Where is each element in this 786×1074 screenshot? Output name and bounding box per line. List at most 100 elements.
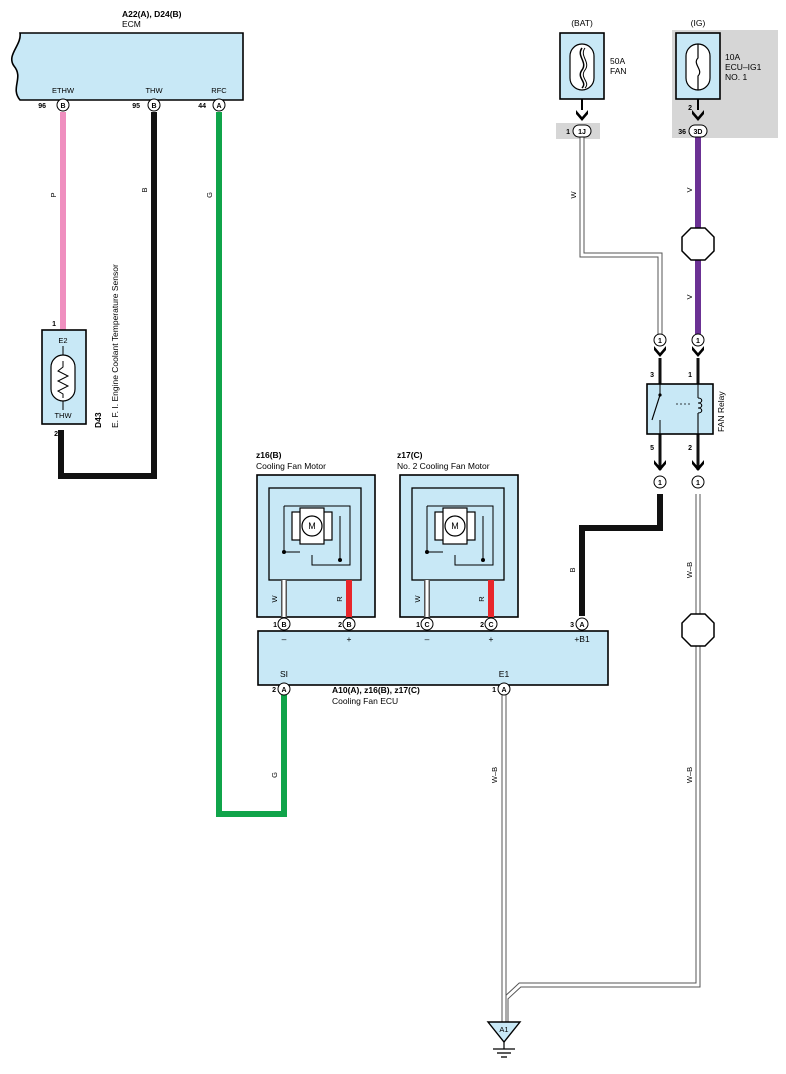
ig-pin-num: 36 bbox=[678, 129, 686, 136]
motor1-name: Cooling Fan Motor bbox=[256, 461, 326, 471]
ecm-pin-num-rfc: 44 bbox=[198, 103, 206, 110]
ecu-top-label-0: – bbox=[282, 634, 287, 644]
motor2-motor-icon bbox=[425, 505, 494, 566]
ecu-bottom-pin-num-1: 1 bbox=[492, 687, 496, 694]
motor2-name: No. 2 Cooling Fan Motor bbox=[397, 461, 490, 471]
wire-label-ig-upper: V bbox=[685, 187, 694, 192]
fan-ecu-name: Cooling Fan ECU bbox=[332, 696, 398, 706]
relay-conn-a: 1 bbox=[658, 338, 662, 345]
motor2-wire-right: R bbox=[477, 596, 486, 602]
ig-fuse-name1: ECU–IG1 bbox=[725, 62, 762, 72]
wire-label-ig-lower: V bbox=[685, 294, 694, 299]
relay-conn-d: 1 bbox=[696, 480, 700, 487]
ecu-top-pin-num-0: 1 bbox=[273, 622, 277, 629]
ecu-top-conn-3: C bbox=[488, 622, 493, 629]
fan-ecu-box bbox=[257, 630, 609, 686]
wire-bat-outer bbox=[579, 137, 663, 334]
relay-coil-icon bbox=[697, 397, 703, 434]
relay-pin-5: 5 bbox=[650, 445, 654, 452]
bat-fuse-rating: 50A bbox=[610, 56, 625, 66]
ecu-top-label-2: – bbox=[425, 634, 430, 644]
relay-arrow-1-icon bbox=[692, 346, 704, 357]
wire-label-wb-right-upper: W–B bbox=[685, 562, 694, 578]
sensor-name: E. F. I. Engine Coolant Temperature Sens… bbox=[110, 264, 120, 428]
bat-pin-num: 1 bbox=[566, 129, 570, 136]
ground-triangle bbox=[486, 1021, 522, 1044]
motor2-symbol: M bbox=[451, 521, 459, 531]
wire-rfc bbox=[216, 112, 287, 817]
ecu-top-label-4: +B1 bbox=[574, 634, 590, 644]
sensor-pin-top-num: 1 bbox=[52, 321, 56, 328]
ecm-box bbox=[11, 32, 244, 101]
splice-octagon-upper bbox=[681, 227, 715, 261]
relay-body bbox=[646, 383, 714, 435]
wire-label-rfc: G bbox=[205, 192, 214, 198]
wire-wb-right2-inner bbox=[504, 642, 700, 1022]
wire-b1 bbox=[579, 494, 663, 616]
sensor-body bbox=[41, 329, 87, 425]
wire-wb-right2-outer bbox=[503, 642, 701, 1022]
sensor-code: D43 bbox=[93, 412, 103, 428]
relay-conn-c: 1 bbox=[658, 480, 662, 487]
fan-ecu-code: A10(A), z16(B), z17(C) bbox=[332, 685, 420, 695]
ecm-conn-ethw: B bbox=[60, 103, 65, 110]
relay-pin-2: 2 bbox=[688, 445, 692, 452]
ecm-pin-label-thw: THW bbox=[145, 86, 163, 95]
wire-label-b1: B bbox=[568, 567, 577, 572]
wire-label-ethw: P bbox=[49, 192, 58, 197]
wire-label-e1: W–B bbox=[490, 767, 499, 783]
ecm-pin-label-rfc: RFC bbox=[211, 86, 227, 95]
ecu-top-conn-1: B bbox=[346, 622, 351, 629]
wire-label-si: G bbox=[270, 772, 279, 778]
relay-arrow-3-icon bbox=[654, 346, 666, 357]
ecm-code: A22(A), D24(B) bbox=[122, 9, 182, 19]
ecu-top-pin-num-3: 2 bbox=[480, 622, 484, 629]
ecm-pin-num-thw: 95 bbox=[132, 103, 140, 110]
wire-thw bbox=[58, 112, 157, 479]
ig-connector bbox=[688, 124, 708, 138]
relay-conn-b: 1 bbox=[696, 338, 700, 345]
ecm-conn-thw: B bbox=[151, 103, 156, 110]
ecu-top-label-1: + bbox=[347, 634, 352, 644]
relay-arrow-2-icon bbox=[692, 460, 704, 471]
ecm-pin-num-ethw: 96 bbox=[38, 103, 46, 110]
sensor-pin-top-label: E2 bbox=[58, 336, 67, 345]
motor1-wire-left: W bbox=[270, 595, 279, 603]
wire-bat-inner bbox=[580, 137, 662, 334]
bat-conn: 1J bbox=[578, 129, 586, 136]
ecu-top-conn-4: A bbox=[579, 622, 584, 629]
bat-fuse-name: FAN bbox=[610, 66, 627, 76]
ecm-conn-rfc: A bbox=[216, 103, 221, 110]
ig-fuse-rating: 10A bbox=[725, 52, 740, 62]
ecu-top-label-3: + bbox=[489, 634, 494, 644]
ig-header: (IG) bbox=[691, 18, 706, 28]
ecm-name: ECM bbox=[122, 19, 141, 29]
sensor-pin-bottom-num: 2 bbox=[54, 431, 58, 438]
ecu-top-pin-num-2: 1 bbox=[416, 622, 420, 629]
fusible-link-icon bbox=[569, 43, 595, 91]
motor1-symbol: M bbox=[308, 521, 316, 531]
ecu-top-conn-0: B bbox=[281, 622, 286, 629]
wire-label-bat: W bbox=[569, 191, 578, 199]
motor1-motor-icon bbox=[282, 505, 351, 566]
relay-arrow-5-icon bbox=[654, 460, 666, 471]
motor1-code: z16(B) bbox=[256, 450, 282, 460]
ecu-top-pin-num-4: 3 bbox=[570, 622, 574, 629]
wire-label-thw: B bbox=[140, 187, 149, 192]
bat-arrow-icon bbox=[576, 110, 588, 121]
ecu-bottom-label-0: SI bbox=[280, 669, 288, 679]
ecu-bottom-conn-1: A bbox=[501, 687, 506, 694]
motor2-wire-left: W bbox=[413, 595, 422, 603]
ecm-pin-label-ethw: ETHW bbox=[52, 86, 75, 95]
ecu-top-conn-2: C bbox=[424, 622, 429, 629]
ecu-bottom-pin-num-0: 2 bbox=[272, 687, 276, 694]
splice-octagon-lower bbox=[681, 613, 715, 647]
ecu-bottom-conn-0: A bbox=[281, 687, 286, 694]
motor2-code: z17(C) bbox=[397, 450, 423, 460]
sensor-pin-bottom-label: THW bbox=[54, 411, 72, 420]
relay-switch-icon bbox=[651, 394, 661, 421]
ground-icon bbox=[493, 1042, 515, 1058]
ecu-top-pin-num-1: 2 bbox=[338, 622, 342, 629]
relay-name: FAN Relay bbox=[716, 391, 726, 432]
